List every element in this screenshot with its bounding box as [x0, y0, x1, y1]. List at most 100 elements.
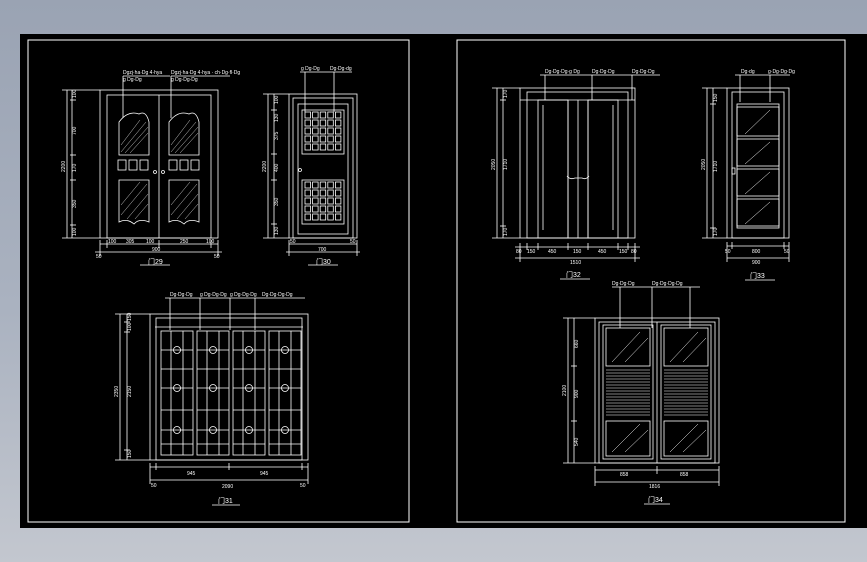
- door-29-panel-upper-right: [168, 112, 200, 156]
- door-29-panel-lower-right: [168, 179, 200, 225]
- door-31-dim-v: 150: [127, 312, 133, 321]
- door-34-dim-v: 900: [574, 389, 580, 398]
- sheet-right-border: [456, 39, 846, 523]
- grid-cell: [312, 213, 319, 221]
- door-33-callout: g·Dg·Dg·Dg: [768, 69, 795, 75]
- door-29-dim-v: 170: [72, 163, 78, 172]
- door-33-callout: Dg·dg: [741, 69, 755, 75]
- door-33-dim-v-total: 2050: [701, 159, 707, 170]
- door-34-dim-v: 540: [574, 437, 580, 446]
- door-29-dim-h: 100: [206, 239, 215, 245]
- door-33: [702, 74, 790, 281]
- ornament-circle: [173, 384, 181, 392]
- door-30-dim-v: 375: [274, 131, 280, 140]
- door-33-dim-h: 50: [725, 249, 731, 255]
- door-31-dim-outer: 50: [300, 483, 306, 489]
- grid-cell: [334, 197, 342, 205]
- grid-cell: [327, 119, 334, 127]
- grid-cell: [312, 181, 319, 189]
- door-33-dim-total: 900: [752, 260, 761, 266]
- door-33-dim-v: 170: [713, 227, 719, 236]
- door-32-dim-h: 80: [631, 249, 637, 255]
- door-32-callout: Dg·Dg·Dg: [632, 69, 655, 75]
- door-31-dim-v-total: 2350: [114, 386, 120, 397]
- door-29-panel-lower-left: [118, 179, 150, 225]
- door-31-dim-h: 945: [260, 471, 269, 477]
- grid-cell: [304, 119, 311, 127]
- door-31-callout: Dg·Dg·Dg·Dg: [262, 292, 293, 298]
- door-34-callout: Dg·Dg·Dg: [612, 281, 635, 287]
- door-34-dim-h: 858: [620, 472, 629, 478]
- grid-cell: [327, 181, 334, 189]
- ornament-circle: [245, 384, 253, 392]
- door-31-dim-outer: 50: [151, 483, 157, 489]
- door-30-dim-v-total: 2200: [262, 161, 268, 172]
- drawing-background: [20, 34, 867, 528]
- door-33-dim-v: 1710: [713, 161, 719, 172]
- door-30: [263, 71, 360, 266]
- grid-cell: [304, 135, 311, 143]
- door-32-dim-h: 450: [598, 249, 607, 255]
- grid-cell: [319, 119, 327, 127]
- grid-cell: [312, 135, 319, 143]
- door-32-dim-h: 450: [548, 249, 557, 255]
- ornament-circle: [209, 384, 217, 392]
- door-29-dim-h: 305: [126, 239, 135, 245]
- door-33-dim-h: 50: [784, 249, 790, 255]
- door-31-dim-total: 2090: [222, 484, 233, 490]
- door-34-louvres: [606, 369, 708, 416]
- door-30-lower-grid: [304, 181, 342, 221]
- grid-cell: [327, 213, 334, 221]
- ornament-circle: [209, 426, 217, 434]
- door-29-dim-v: 350: [72, 199, 78, 208]
- grid-cell: [327, 205, 334, 213]
- grid-cell: [334, 127, 342, 135]
- door-31-caption: 门31: [218, 496, 233, 505]
- door-29-dim-v-total: 2200: [61, 161, 67, 172]
- door-32-callout: Dg·Dg·Dg·g Dg: [545, 69, 580, 75]
- door-29-caption: 门29: [148, 257, 163, 266]
- door-29-dim-h: 100: [146, 239, 155, 245]
- door-32: [492, 74, 660, 280]
- grid-cell: [334, 213, 342, 221]
- grid-cell: [319, 197, 327, 205]
- door-34-dim-v: 660: [574, 339, 580, 348]
- door-30-dim-h: 50: [290, 239, 296, 245]
- door-32-dim-v-total: 2050: [491, 159, 497, 170]
- grid-cell: [304, 181, 311, 189]
- grid-cell: [319, 127, 327, 135]
- grid-cell: [304, 205, 311, 213]
- door-31-dim-v: 150: [127, 449, 133, 458]
- grid-cell: [312, 143, 319, 151]
- grid-cell: [319, 181, 327, 189]
- door-29-dim-v: 100: [72, 227, 78, 236]
- grid-cell: [304, 127, 311, 135]
- grid-cell: [334, 205, 342, 213]
- grid-cell: [327, 143, 334, 151]
- door-32-caption: 门32: [566, 270, 581, 279]
- door-31-dim-h: 945: [187, 471, 196, 477]
- ornament-circle: [245, 346, 253, 354]
- grid-cell: [312, 197, 319, 205]
- door-32-dim-h: 150: [573, 249, 582, 255]
- door-29-callout: Dgzj·ha·Dg 4·hya · ch·Dg·fl·Dg: [171, 70, 240, 76]
- ornament-circle: [173, 426, 181, 434]
- grid-cell: [319, 135, 327, 143]
- door-31-callout: g Dg·Dg·Dg: [200, 292, 227, 298]
- grid-cell: [334, 143, 342, 151]
- door-34-dim-v-total: 2100: [562, 385, 568, 396]
- door-29-callout: g Dg·Dg: [123, 77, 142, 83]
- grid-cell: [319, 205, 327, 213]
- grid-cell: [327, 135, 334, 143]
- grid-cell: [312, 111, 319, 119]
- door-29-callout: Dgzj·ha·Dg 4·hya: [123, 70, 162, 76]
- door-30-dim-v: 130: [274, 113, 280, 122]
- door-31-leaf: [268, 330, 302, 456]
- door-34-dim-h: 858: [680, 472, 689, 478]
- door-32-dim-h: 80: [516, 249, 522, 255]
- ornament-circle: [281, 426, 289, 434]
- door-33-dim-v: 150: [713, 93, 719, 102]
- door-29-dim-outer: 50: [96, 254, 102, 260]
- grid-cell: [304, 189, 311, 197]
